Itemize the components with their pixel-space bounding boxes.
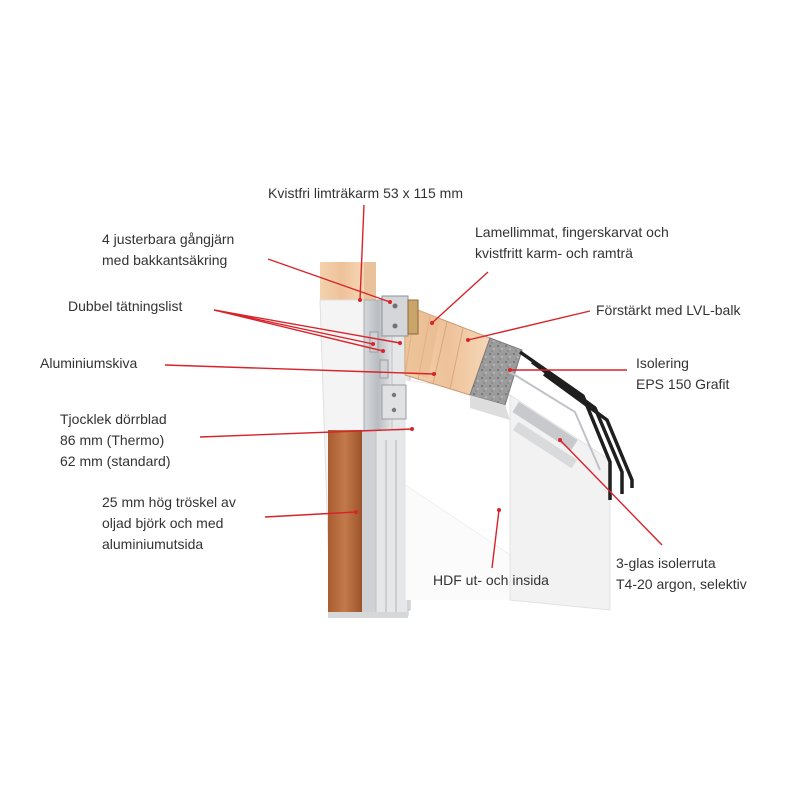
- threshold: [328, 429, 409, 618]
- label-frame: Kvistfri limträkarm 53 x 115 mm: [268, 183, 463, 204]
- label-hinges-line-2: med bakkantsäkring: [102, 252, 228, 268]
- leaf-section-cap: [470, 395, 510, 420]
- label-glass-line-1: 3-glas isolerruta: [616, 555, 716, 571]
- hinge-bottom-icon: [381, 384, 407, 420]
- leader-hdf: [491, 509, 500, 569]
- label-insulation-line-2: EPS 150 Grafit: [636, 376, 730, 392]
- seal-strip-1: [369, 331, 379, 353]
- label-thickness: Tjocklek dörrblad 86 mm (Thermo) 62 mm (…: [60, 409, 170, 472]
- hinge-top-icon: [381, 295, 419, 337]
- leader-lvl: [467, 310, 591, 341]
- label-hinges: 4 justerbara gångjärn med bakkantsäkring: [102, 229, 234, 271]
- label-threshold-line-3: aluminiumutsida: [102, 536, 204, 552]
- triple-glass-unit: [509, 350, 634, 500]
- label-lvl-line-1: Förstärkt med LVL-balk: [596, 302, 741, 318]
- leader-seal-1: [213, 309, 374, 345]
- label-hdf: HDF ut- och insida: [433, 570, 549, 591]
- door-leaf: [404, 379, 611, 611]
- label-glass: 3-glas isolerruta T4-20 argon, selektiv: [616, 553, 747, 595]
- leader-alu-sheet: [164, 364, 435, 375]
- frame-top-end-grain: [320, 262, 364, 300]
- door-leaf-right-face: [509, 394, 611, 611]
- label-thickness-line-2: 86 mm (Thermo): [60, 432, 165, 448]
- door-leaf-lower: [405, 485, 510, 600]
- label-alu-sheet-line-1: Aluminiumskiva: [40, 355, 138, 371]
- seal-strip-2: [379, 359, 389, 379]
- label-seal: Dubbel tätningslist: [68, 296, 182, 317]
- label-threshold-line-2: oljad björk och med: [102, 515, 224, 531]
- leader-seal-2: [213, 309, 401, 344]
- leader-lines: [164, 204, 663, 569]
- leader-hinges: [267, 258, 391, 303]
- label-laminated: Lamellimmat, fingerskarvat och kvistfrit…: [475, 222, 669, 264]
- label-glass-line-2: T4-20 argon, selektiv: [616, 576, 747, 592]
- leader-endpoints: [354, 298, 562, 514]
- label-insulation-line-1: Isolering: [636, 355, 689, 371]
- leader-thickness: [199, 428, 413, 438]
- frame-side: [364, 262, 376, 305]
- leader-frame: [359, 204, 365, 301]
- label-thickness-line-1: Tjocklek dörrblad: [60, 411, 167, 427]
- label-threshold: 25 mm hög tröskel av oljad björk och med…: [102, 492, 236, 555]
- leader-threshold: [264, 511, 357, 518]
- leader-laminated: [431, 271, 489, 324]
- label-seal-line-1: Dubbel tätningslist: [68, 298, 183, 314]
- label-insulation: Isolering EPS 150 Grafit: [636, 353, 729, 395]
- label-lvl: Förstärkt med LVL-balk: [596, 300, 740, 321]
- label-threshold-line-1: 25 mm hög tröskel av: [102, 494, 236, 510]
- label-hdf-line-1: HDF ut- och insida: [433, 572, 549, 588]
- leader-seal-3: [213, 309, 384, 352]
- label-laminated-line-1: Lamellimmat, fingerskarvat och: [475, 224, 669, 240]
- leader-glass: [559, 439, 663, 546]
- label-alu-sheet: Aluminiumskiva: [40, 353, 137, 374]
- label-hinges-line-1: 4 justerbara gångjärn: [102, 231, 235, 247]
- label-thickness-line-3: 62 mm (standard): [60, 453, 171, 469]
- label-laminated-line-2: kvistfritt karm- och ramträ: [475, 245, 633, 261]
- label-frame-line-1: Kvistfri limträkarm 53 x 115 mm: [268, 185, 463, 201]
